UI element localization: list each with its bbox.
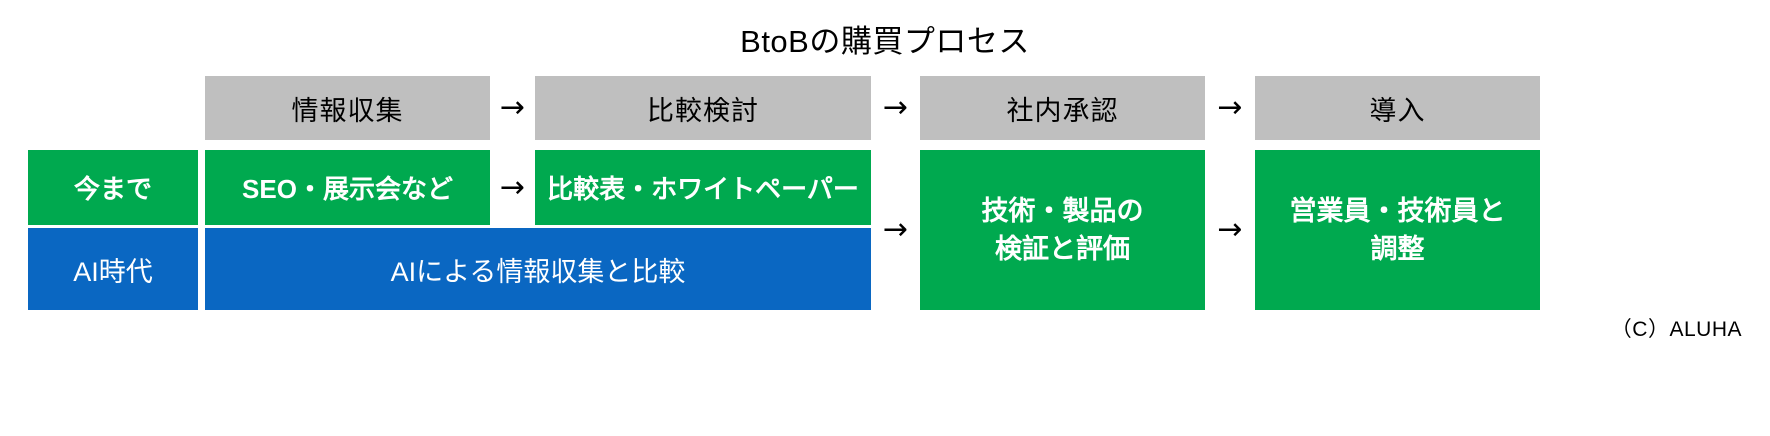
stage-header-label: 情報収集 (291, 95, 404, 126)
past-cell-label: SEO・展示会など (242, 174, 453, 204)
shared-cell-adjustment: 営業員・技術員と 調整 (1255, 150, 1540, 310)
arrow-right-icon-header-3: → (1217, 90, 1243, 125)
arrow-right-icon-body-2: → (882, 212, 909, 247)
ai-cell-1: AIによる情報収集と比較 (205, 228, 871, 310)
stage-header-2: 比較検討 (535, 76, 871, 140)
arrow-right-icon-past-1: → (499, 169, 526, 205)
shared-cell-line2: 検証と評価 (995, 234, 1130, 264)
past-cell-2: 比較表・ホワイトペーパー (535, 150, 871, 225)
arrow-right-icon-body-3: → (1217, 212, 1243, 247)
stage-header-3: 社内承認 (920, 76, 1205, 140)
stage-header-label: 導入 (1369, 95, 1426, 126)
arrow-right-icon-header-1: → (499, 90, 526, 125)
shared-cell-line1: 営業員・技術員と (1289, 196, 1506, 226)
row-label-ai-era-text: AI時代 (73, 256, 153, 287)
row-label-past: 今まで (28, 150, 198, 225)
row-label-ai-era: AI時代 (28, 228, 198, 310)
shared-cell-line2: 調整 (1370, 234, 1425, 264)
shared-cell-verification: 技術・製品の 検証と評価 (920, 150, 1205, 310)
row-label-past-text: 今まで (73, 174, 152, 204)
arrow-right-icon-header-2: → (882, 90, 909, 125)
shared-cell-line1: 技術・製品の (981, 196, 1144, 226)
stage-header-label: 比較検討 (647, 95, 759, 126)
stage-header-4: 導入 (1255, 76, 1540, 140)
ai-cell-label: AIによる情報収集と比較 (390, 256, 686, 287)
copyright-notice: （C）ALUHA (1610, 318, 1742, 341)
past-cell-label: 比較表・ホワイトペーパー (547, 174, 859, 204)
stage-header-1: 情報収集 (205, 76, 490, 140)
page-title: BtoBの購買プロセス (740, 24, 1030, 59)
stage-header-label: 社内承認 (1006, 95, 1119, 126)
past-cell-1: SEO・展示会など (205, 150, 490, 225)
